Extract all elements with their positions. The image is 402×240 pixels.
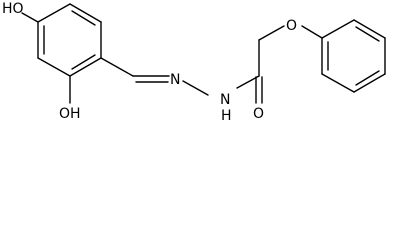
bond-ph-c2-c3	[353, 19, 386, 39]
bond-ph-inner-double-1	[355, 26, 380, 42]
bond-n-n	[182, 80, 209, 96]
bond-ph-inner-double-2	[355, 70, 380, 86]
bond-ph-c1-c2	[321, 19, 355, 39]
bond-ph-c4-c5	[353, 73, 386, 93]
bond-ring-ch	[100, 57, 134, 77]
atom-label-h-amide: H	[221, 108, 232, 124]
bond-c-oh-top	[21, 12, 39, 23]
resorcinol-ring	[37, 3, 102, 77]
atom-label-o-carbonyl: O	[253, 106, 264, 122]
atom-label-ho: HO	[2, 1, 24, 17]
bond-ring-c4-c5	[69, 57, 102, 77]
bond-ch2-o-ether	[258, 25, 285, 41]
bond-ring-inner-double-1	[71, 10, 96, 26]
structure-diagram: HO OH N N H O O	[2, 1, 386, 124]
atom-label-n-imine: N	[170, 72, 180, 88]
atom-label-o-ether: O	[286, 18, 297, 34]
atom-label-oh: OH	[59, 106, 81, 122]
atom-label-n-amide: N	[220, 92, 230, 108]
bond-ring-c5-c6	[37, 57, 71, 77]
bond-o-ether-ring	[301, 25, 323, 39]
bond-ph-c5-c6	[321, 73, 355, 93]
bond-ring-c1-c2	[37, 3, 71, 23]
phenyl-ring	[321, 19, 386, 93]
bond-ring-inner-double-2	[71, 54, 96, 70]
bond-ring-c2-c3	[69, 3, 102, 23]
